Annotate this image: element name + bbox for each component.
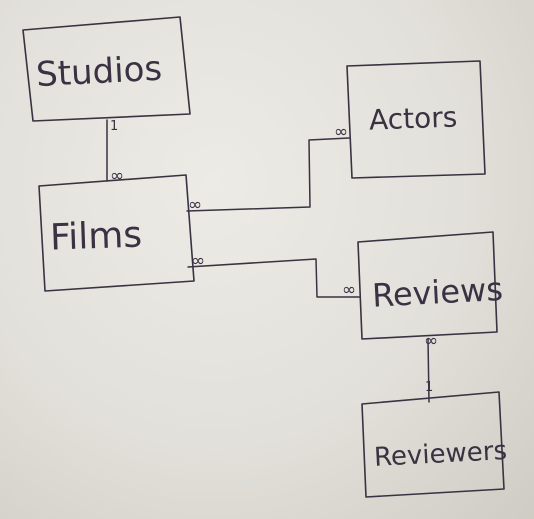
reviews-reviewers-line [427,338,430,403]
films-actors-many-marker-actors: ∞ [334,122,348,142]
studios-films-one-marker: 1 [110,119,118,134]
films-actors-many-marker-films: ∞ [188,195,202,215]
reviews-label: Reviews [371,270,504,315]
actors-label: Actors [368,101,457,137]
studios-box [22,16,191,122]
reviews-reviewers-one-marker: 1 [425,380,433,395]
films-reviews-line [187,258,361,298]
studios-label: Studios [35,49,163,96]
films-actors-line [186,137,350,212]
films-box [38,174,195,292]
reviewers-label: Reviewers [373,436,507,473]
reviews-reviewers-many-marker: ∞ [424,331,438,351]
reviews-box [357,231,498,340]
films-label: Films [49,214,142,258]
reviewers-box [361,391,505,498]
films-reviews-many-marker-films: ∞ [191,251,205,271]
actors-box [346,60,486,179]
films-reviews-many-marker-reviews: ∞ [342,280,356,300]
studios-films-many-marker: ∞ [110,166,124,186]
